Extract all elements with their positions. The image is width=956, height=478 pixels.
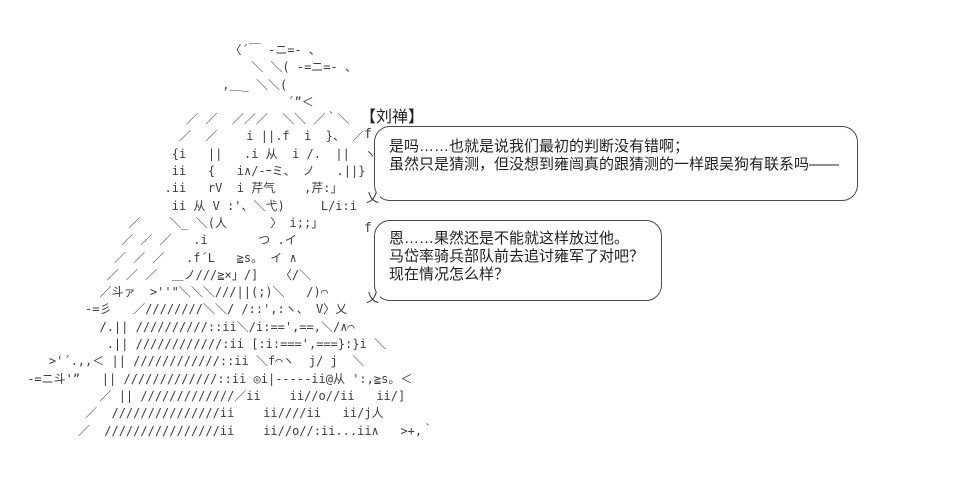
dialogue-line: 现在情况怎么样？ <box>389 266 510 283</box>
dialogue-line: 恩……果然还是不能就这样放过他。 <box>389 230 630 247</box>
dialogue-line: 是吗……也就是说我们最初的判断没有错啊； <box>389 138 690 155</box>
ascii-art-character: 〈´￣ ‐ニ=- 、 ＼ ＼( -=ニ=‐ 、 ,＿_ ＼＼( ´”＜ ／ ／ … <box>27 43 435 438</box>
bubble-1-bottom-tail-glyph: 乂 <box>365 191 381 206</box>
bubble-1-top-tail-glyph: f <box>363 127 373 142</box>
character-name-label: 【刘禅】 <box>360 109 425 126</box>
bubble-2-top-tail-glyph: f <box>363 221 373 236</box>
speech-bubble-1: f 乂 是吗……也就是说我们最初的判断没有错啊； 虽然只是猜测，但没想到雍闿真的… <box>363 126 858 205</box>
dialogue-line: 虽然只是猜测，但没想到雍闿真的跟猜测的一样跟吴狗有联系吗—— <box>389 156 840 173</box>
speech-bubble-2: f 乂 恩……果然还是不能就这样放过他。 马岱率骑兵部队前去追讨雍军了对吧？ 现… <box>363 220 662 305</box>
bubble-2-bottom-tail-glyph: 乂 <box>365 291 381 306</box>
dialogue-line: 马岱率骑兵部队前去追讨雍军了对吧？ <box>389 248 645 265</box>
